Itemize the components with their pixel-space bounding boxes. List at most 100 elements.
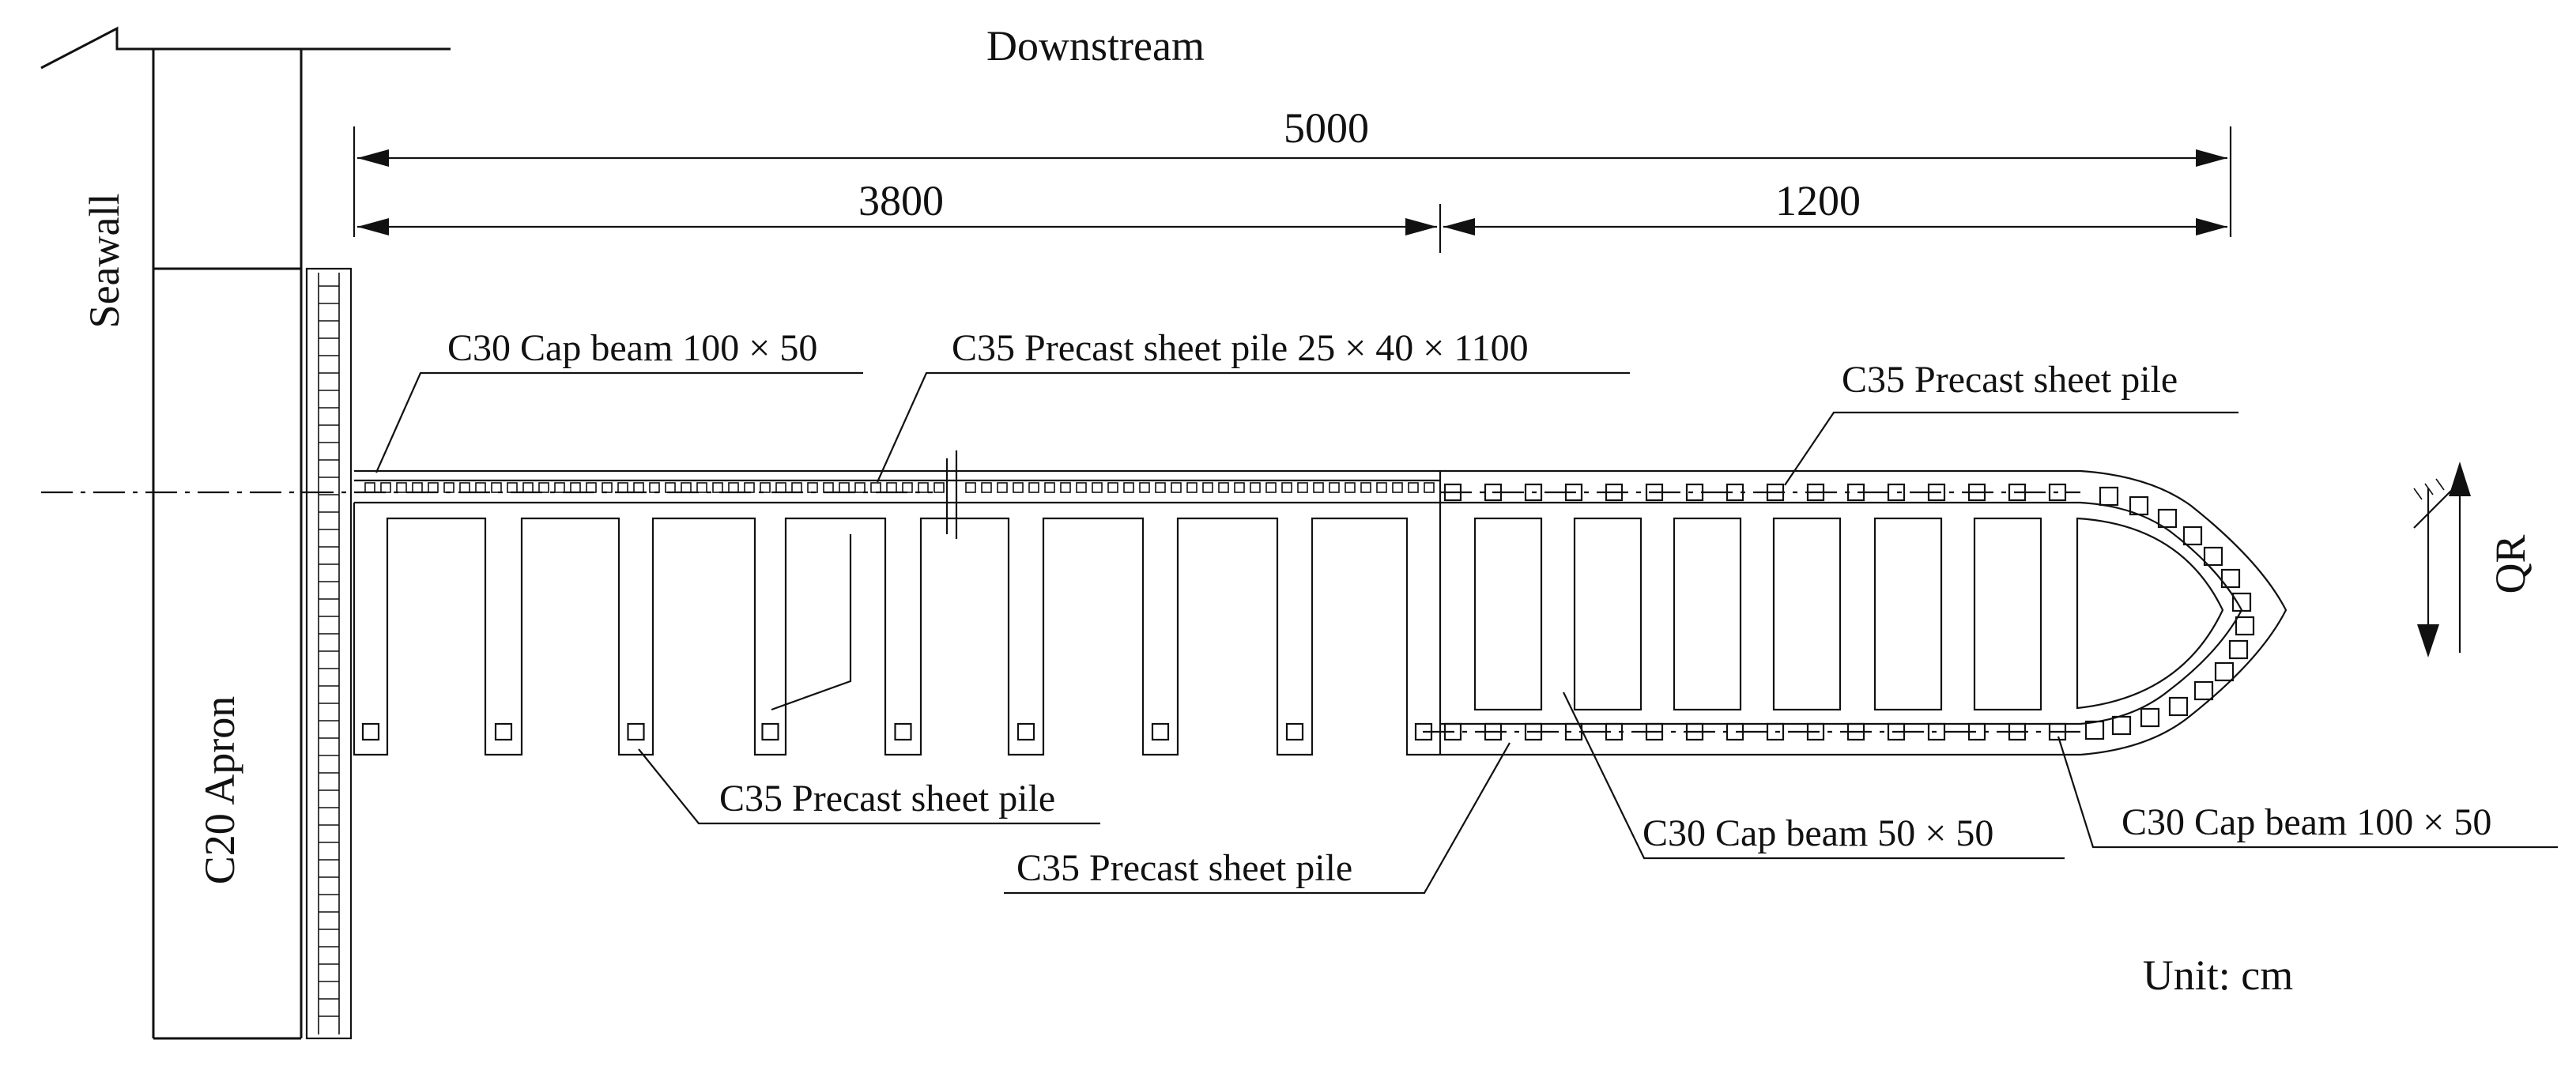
cap-beam-segment — [570, 482, 581, 493]
cap-beam-segment — [1234, 482, 1245, 493]
cap-beam-segment — [902, 482, 913, 493]
cap-beam-segment — [1408, 482, 1419, 493]
end-pile-square — [2214, 661, 2235, 682]
comb-pile-square — [761, 722, 779, 741]
cap-beam-segment — [1360, 482, 1371, 493]
end-pile-square — [2099, 486, 2119, 507]
box-pile-square — [1443, 483, 1462, 502]
box-pile-squares — [1443, 483, 2255, 741]
cap-beam-segment — [1076, 482, 1087, 493]
box-cell — [1973, 517, 2042, 711]
cap-beam-segment — [459, 482, 470, 493]
cap-beam-segment — [1265, 482, 1277, 493]
leader-lines — [375, 371, 2558, 895]
box-cell — [1873, 517, 1943, 711]
end-pile-square — [2231, 592, 2252, 612]
cap-beam-segment — [412, 482, 423, 493]
box-pile-square — [2048, 483, 2067, 502]
left-section-comb — [353, 450, 1440, 756]
end-pile-square — [2140, 707, 2160, 728]
cap-beam-segment — [728, 482, 739, 493]
comb-pile-square — [894, 722, 912, 741]
comb-pile-squares — [361, 722, 1433, 741]
cap-beam-segment — [554, 482, 565, 493]
cap-beam-segment — [933, 482, 945, 493]
box-pile-square — [1846, 722, 1865, 741]
dimension-total: 5000 — [1284, 104, 1369, 152]
box-pile-square — [1927, 483, 1946, 502]
cap-beam-segment — [807, 482, 818, 493]
box-pile-square — [1766, 483, 1785, 502]
cap-beam-segment — [522, 482, 534, 493]
box-pile-square — [1564, 722, 1583, 741]
cap-beam-segment — [586, 482, 597, 493]
cap-beam-segment — [1297, 482, 1308, 493]
cap-beam-segment — [854, 482, 866, 493]
cap-beam-segment — [364, 482, 375, 493]
end-pile-square — [2084, 720, 2105, 740]
cap-beam-segment — [1281, 482, 1292, 493]
box-pile-square — [1726, 722, 1744, 741]
box-pile-square — [1967, 483, 1986, 502]
cap-beam-segment — [918, 482, 929, 493]
cap-beam-segment — [981, 482, 992, 493]
callout-sheet-pile-spec: C35 Precast sheet pile 25 × 40 × 1100 — [952, 327, 1529, 369]
dimension-lines — [353, 126, 2232, 253]
cap-beam-segment — [712, 482, 723, 493]
box-pile-square — [1685, 722, 1704, 741]
end-pile-square — [2228, 639, 2249, 660]
cap-beam-segment — [1376, 482, 1387, 493]
cap-beam-segment — [1313, 482, 1324, 493]
end-pile-square — [2111, 715, 2132, 736]
box-pile-square — [1645, 483, 1664, 502]
comb-pile-square — [494, 722, 513, 741]
direction-arrows — [2413, 462, 2471, 657]
box-cell — [1473, 517, 1543, 711]
cap-beam-segment — [1345, 482, 1356, 493]
box-pile-square — [1645, 722, 1664, 741]
end-pile-square — [2182, 526, 2203, 546]
callout-sheet-pile-bottom-mid: C35 Precast sheet pile — [1016, 847, 1352, 889]
cap-beam-segment — [1250, 482, 1261, 493]
box-pile-square — [1726, 483, 1744, 502]
comb-pile-square — [1151, 722, 1170, 741]
box-pile-square — [1806, 483, 1825, 502]
cap-beam-segment — [1155, 482, 1166, 493]
cap-beam-segment — [997, 482, 1008, 493]
flow-direction-label: Downstream — [986, 22, 1205, 70]
box-cell — [1573, 517, 1643, 711]
cap-beam-segment — [1107, 482, 1118, 493]
comb-pile-square — [1016, 722, 1035, 741]
cap-beam-segment — [380, 482, 391, 493]
comb-pile-square — [361, 722, 380, 741]
callout-sheet-pile-right-top: C35 Precast sheet pile — [1842, 359, 2178, 401]
box-pile-square — [1927, 722, 1946, 741]
cap-beam-segment — [633, 482, 644, 493]
cap-beam-segment — [1028, 482, 1039, 493]
box-pile-square — [1564, 483, 1583, 502]
box-pile-square — [1524, 483, 1543, 502]
cap-beam-segment — [538, 482, 549, 493]
cap-beam-segment — [1392, 482, 1403, 493]
cap-beam-segment — [491, 482, 502, 493]
box-pile-square — [1484, 483, 1503, 502]
cap-beam-segment — [1171, 482, 1182, 493]
cap-beam-segment — [744, 482, 755, 493]
box-pile-square — [1766, 722, 1785, 741]
cap-beam-segment — [823, 482, 834, 493]
cap-beam-segment — [1186, 482, 1197, 493]
end-pile-square — [2193, 680, 2214, 701]
box-pile-square — [1443, 722, 1462, 741]
box-pile-square — [2008, 483, 2027, 502]
cap-beam-segment — [475, 482, 486, 493]
cap-beam-segment — [1060, 482, 1071, 493]
box-pile-square — [2008, 722, 2027, 741]
dimension-right-segment: 1200 — [1775, 177, 1861, 224]
dimension-left-segment: 3800 — [858, 177, 944, 224]
cap-beam-segment — [681, 482, 692, 493]
end-pile-square — [2235, 616, 2255, 636]
cap-beam-segment — [1218, 482, 1229, 493]
cap-beam-segment — [617, 482, 628, 493]
seawall-structure — [40, 26, 451, 1040]
